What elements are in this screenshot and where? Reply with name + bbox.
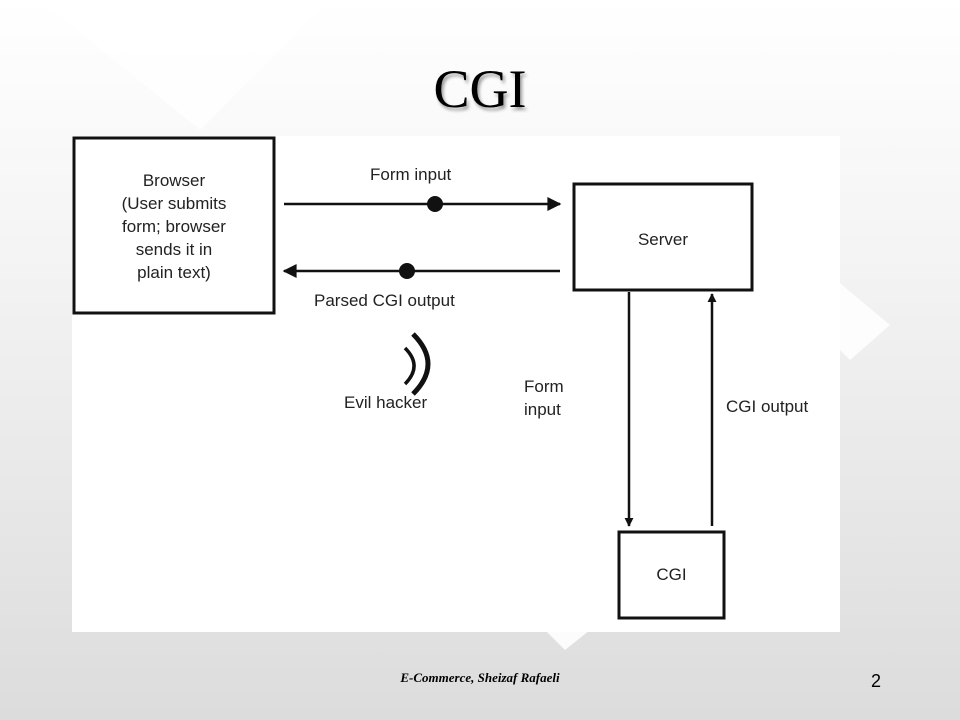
cgi-box — [617, 530, 726, 620]
form-input-label: Form input — [370, 165, 452, 184]
server-to-cgi-label-line: Form — [524, 377, 564, 396]
eavesdrop-waves-icon — [403, 332, 431, 396]
browser-label-line: form; browser — [122, 216, 226, 236]
browser-box — [72, 136, 276, 315]
parsed-output-intercept-dot — [399, 263, 415, 279]
footer-credit: E-Commerce, Sheizaf Rafaeli — [400, 670, 560, 685]
browser-label: Browser (User submits form; browser send… — [76, 170, 272, 285]
server-to-cgi-label: Form input — [524, 376, 564, 422]
form-input-intercept-dot — [427, 196, 443, 212]
server-label: Server — [637, 230, 689, 249]
browser-label-line: Browser — [142, 171, 206, 190]
browser-label-line: plain text) — [137, 262, 211, 282]
evil-hacker-label: Evil hacker — [344, 393, 428, 412]
cgi-diagram: Browser (User submits form; browser send… — [72, 136, 840, 632]
server-to-cgi-label-line: input — [524, 399, 561, 419]
slide-title: CGI — [433, 59, 527, 119]
server-box — [572, 182, 754, 292]
parsed-output-label: Parsed CGI output — [314, 291, 455, 310]
browser-label-line: (User submits — [121, 193, 227, 213]
page-number: 2 — [870, 671, 881, 691]
cgi-output-label: CGI output — [726, 397, 809, 416]
browser-label-line: sends it in — [135, 239, 213, 259]
diagram-shapes — [72, 136, 754, 620]
cgi-label: CGI — [656, 565, 687, 584]
